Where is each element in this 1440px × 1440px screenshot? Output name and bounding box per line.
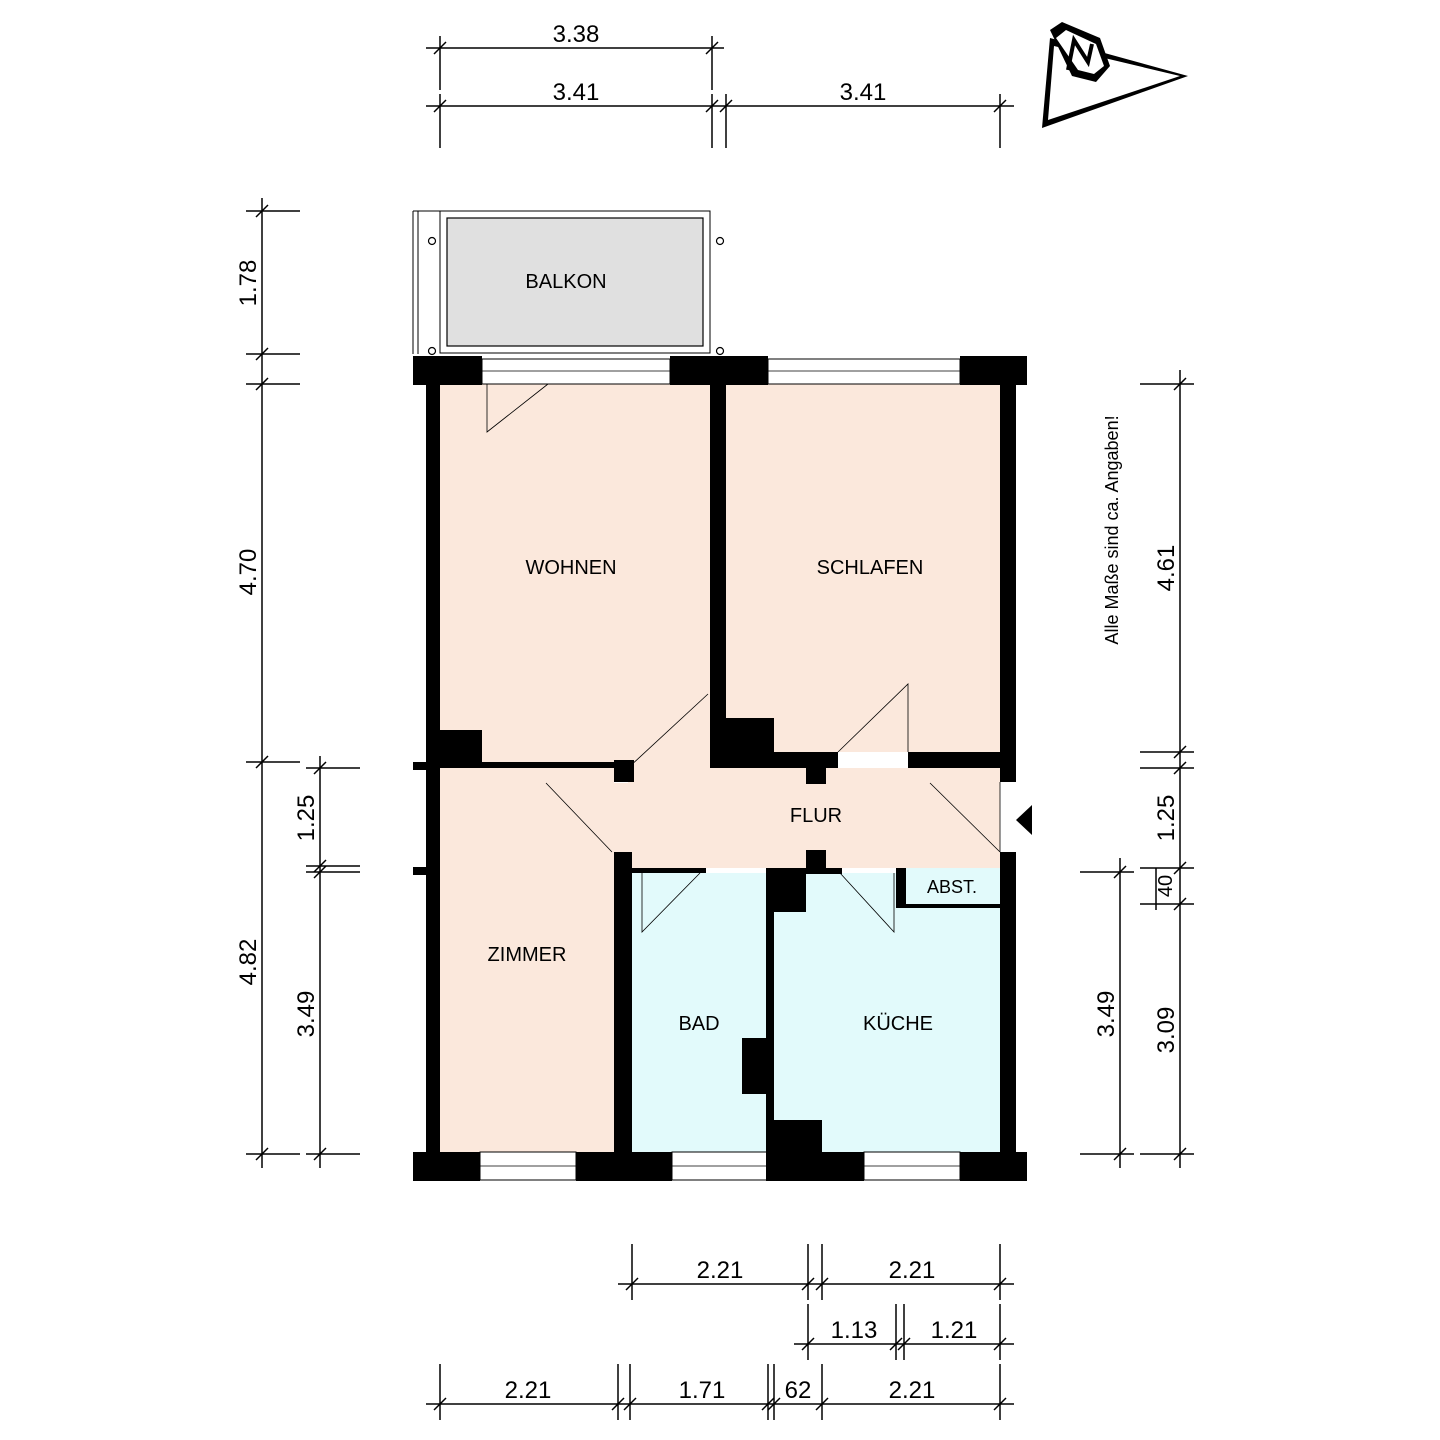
room-labels: BALKON WOHNEN SCHLAFEN FLUR ZIMMER BAD K… bbox=[488, 271, 977, 1035]
dim-bottom-row3-a: 2.21 bbox=[505, 1377, 552, 1404]
dim-bottom-row1-right: 2.21 bbox=[889, 1257, 936, 1284]
room-label-abst: ABST. bbox=[927, 877, 977, 897]
room-label-bad: BAD bbox=[678, 1013, 719, 1035]
dim-top-right: 3.41 bbox=[840, 79, 887, 106]
balcony-door-swing bbox=[486, 383, 549, 433]
dim-top-left: 3.41 bbox=[553, 79, 600, 106]
dim-bottom-row3-b: 1.71 bbox=[679, 1377, 726, 1404]
dim-bottom-row3-d: 2.21 bbox=[889, 1377, 936, 1404]
dim-left-wohnen: 4.70 bbox=[235, 549, 262, 596]
zimmer-fill bbox=[440, 768, 614, 1152]
wohnen-door-swing bbox=[627, 693, 709, 769]
dim-right-schlafen: 4.61 bbox=[1153, 545, 1180, 592]
window-wohnen bbox=[481, 358, 671, 385]
measurement-note: Alle Maße sind ca. Angaben! bbox=[1102, 415, 1122, 644]
balcony-fill bbox=[446, 217, 704, 347]
room-label-zimmer: ZIMMER bbox=[488, 944, 567, 966]
entrance-arrow-icon bbox=[1016, 805, 1032, 835]
bad-door-swing bbox=[641, 872, 701, 933]
dimension-lines bbox=[246, 36, 1194, 1420]
windows bbox=[479, 358, 961, 1181]
schlafen-fill bbox=[726, 384, 1000, 752]
room-label-flur: FLUR bbox=[790, 805, 842, 827]
schlafen-door-swing bbox=[837, 683, 909, 753]
window-schlafen bbox=[767, 358, 961, 385]
room-fills bbox=[440, 217, 1000, 1152]
room-label-kueche: KÜCHE bbox=[863, 1013, 933, 1035]
north-arrow-icon bbox=[1042, 22, 1188, 128]
abst-fill bbox=[904, 868, 1000, 906]
door-swings bbox=[486, 383, 1001, 934]
dim-right-kueche-outer: 3.49 bbox=[1093, 991, 1120, 1038]
dim-bottom-row2-right: 1.21 bbox=[931, 1317, 978, 1344]
kueche-door-swing bbox=[839, 872, 895, 934]
dim-right-flur: 1.25 bbox=[1153, 795, 1180, 842]
walls bbox=[413, 356, 1027, 1181]
dim-bottom-row2-left: 1.13 bbox=[831, 1317, 878, 1344]
dimension-labels: 3.38 3.41 3.41 1.78 4.70 4.82 1.25 3.49 … bbox=[235, 21, 1180, 1404]
dim-left-zimmer: 3.49 bbox=[293, 991, 320, 1038]
kueche-fill bbox=[772, 873, 1000, 1152]
room-label-wohnen: WOHNEN bbox=[525, 557, 616, 579]
room-label-balkon: BALKON bbox=[525, 271, 606, 293]
dim-right-abst: 40 bbox=[1155, 875, 1177, 897]
balcony-railing bbox=[412, 210, 725, 356]
dim-right-kueche-inner: 3.09 bbox=[1153, 1007, 1180, 1054]
dim-left-lower: 4.82 bbox=[235, 939, 262, 986]
zimmer-door-swing bbox=[545, 782, 613, 853]
dim-top-balcony: 3.38 bbox=[553, 21, 600, 48]
room-label-schlafen: SCHLAFEN bbox=[817, 557, 924, 579]
dim-left-balcony: 1.78 bbox=[235, 260, 262, 307]
flur-door-wedge-left bbox=[546, 783, 628, 853]
entrance-door-swing bbox=[929, 782, 1001, 853]
dim-bottom-row1-left: 2.21 bbox=[697, 1257, 744, 1284]
dim-left-flur: 1.25 bbox=[293, 795, 320, 842]
dim-bottom-row3-c: 62 bbox=[785, 1377, 812, 1404]
wohnen-fill bbox=[440, 384, 710, 768]
